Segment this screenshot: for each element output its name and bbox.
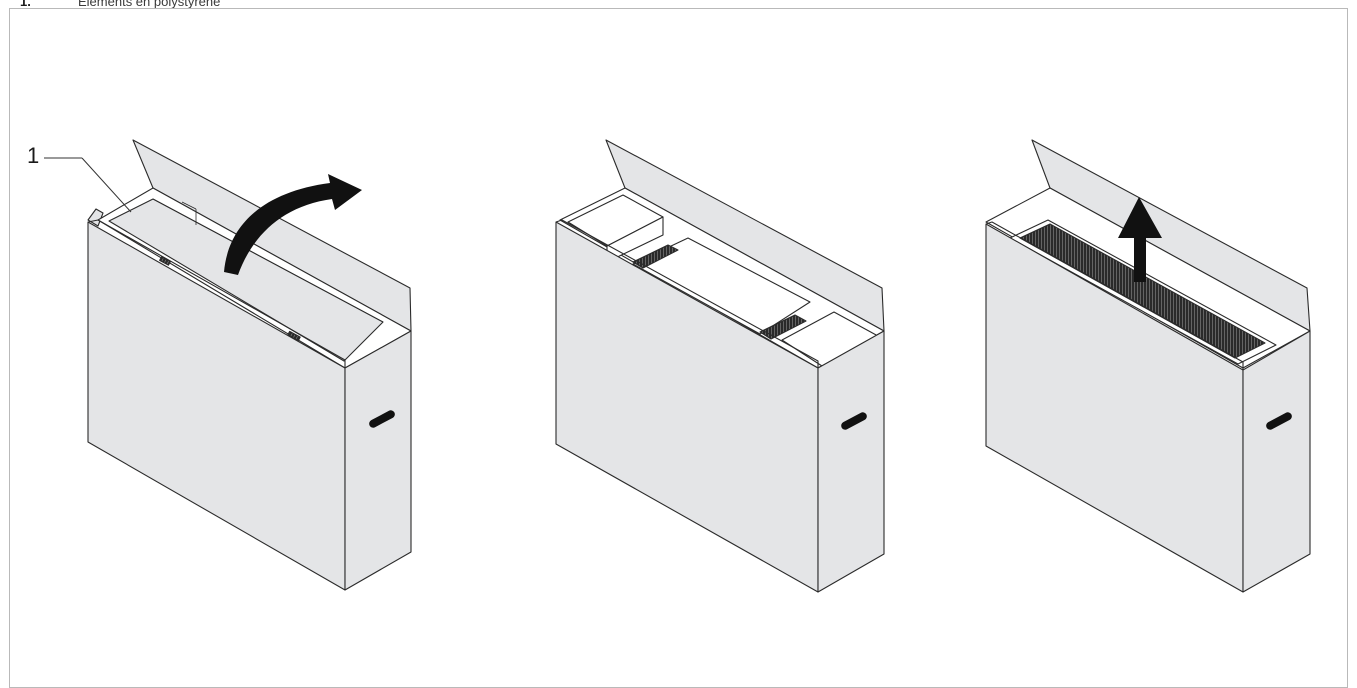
callout-number-1: 1 (27, 143, 40, 168)
box-3-side-face (1242, 330, 1311, 593)
up-arrow-icon (1118, 197, 1162, 282)
legend-text: Éléments en polystyrène (78, 0, 221, 9)
box-3-handle (1266, 412, 1292, 430)
box-step-1 (87, 139, 412, 591)
box-1-slot-right (287, 330, 301, 342)
box-1-side-face (344, 330, 412, 591)
box-1-handle (369, 410, 395, 428)
box-1-slot-left (159, 256, 171, 266)
box-2-grille-left (632, 244, 679, 269)
curved-arrow-icon (224, 174, 362, 275)
box-2-handle (841, 412, 867, 430)
legend-number: 1. (20, 0, 31, 9)
box-2-grille-right (759, 314, 807, 340)
box-step-2 (555, 139, 885, 593)
box-step-3 (985, 139, 1311, 593)
box-2-side-face (817, 330, 885, 593)
